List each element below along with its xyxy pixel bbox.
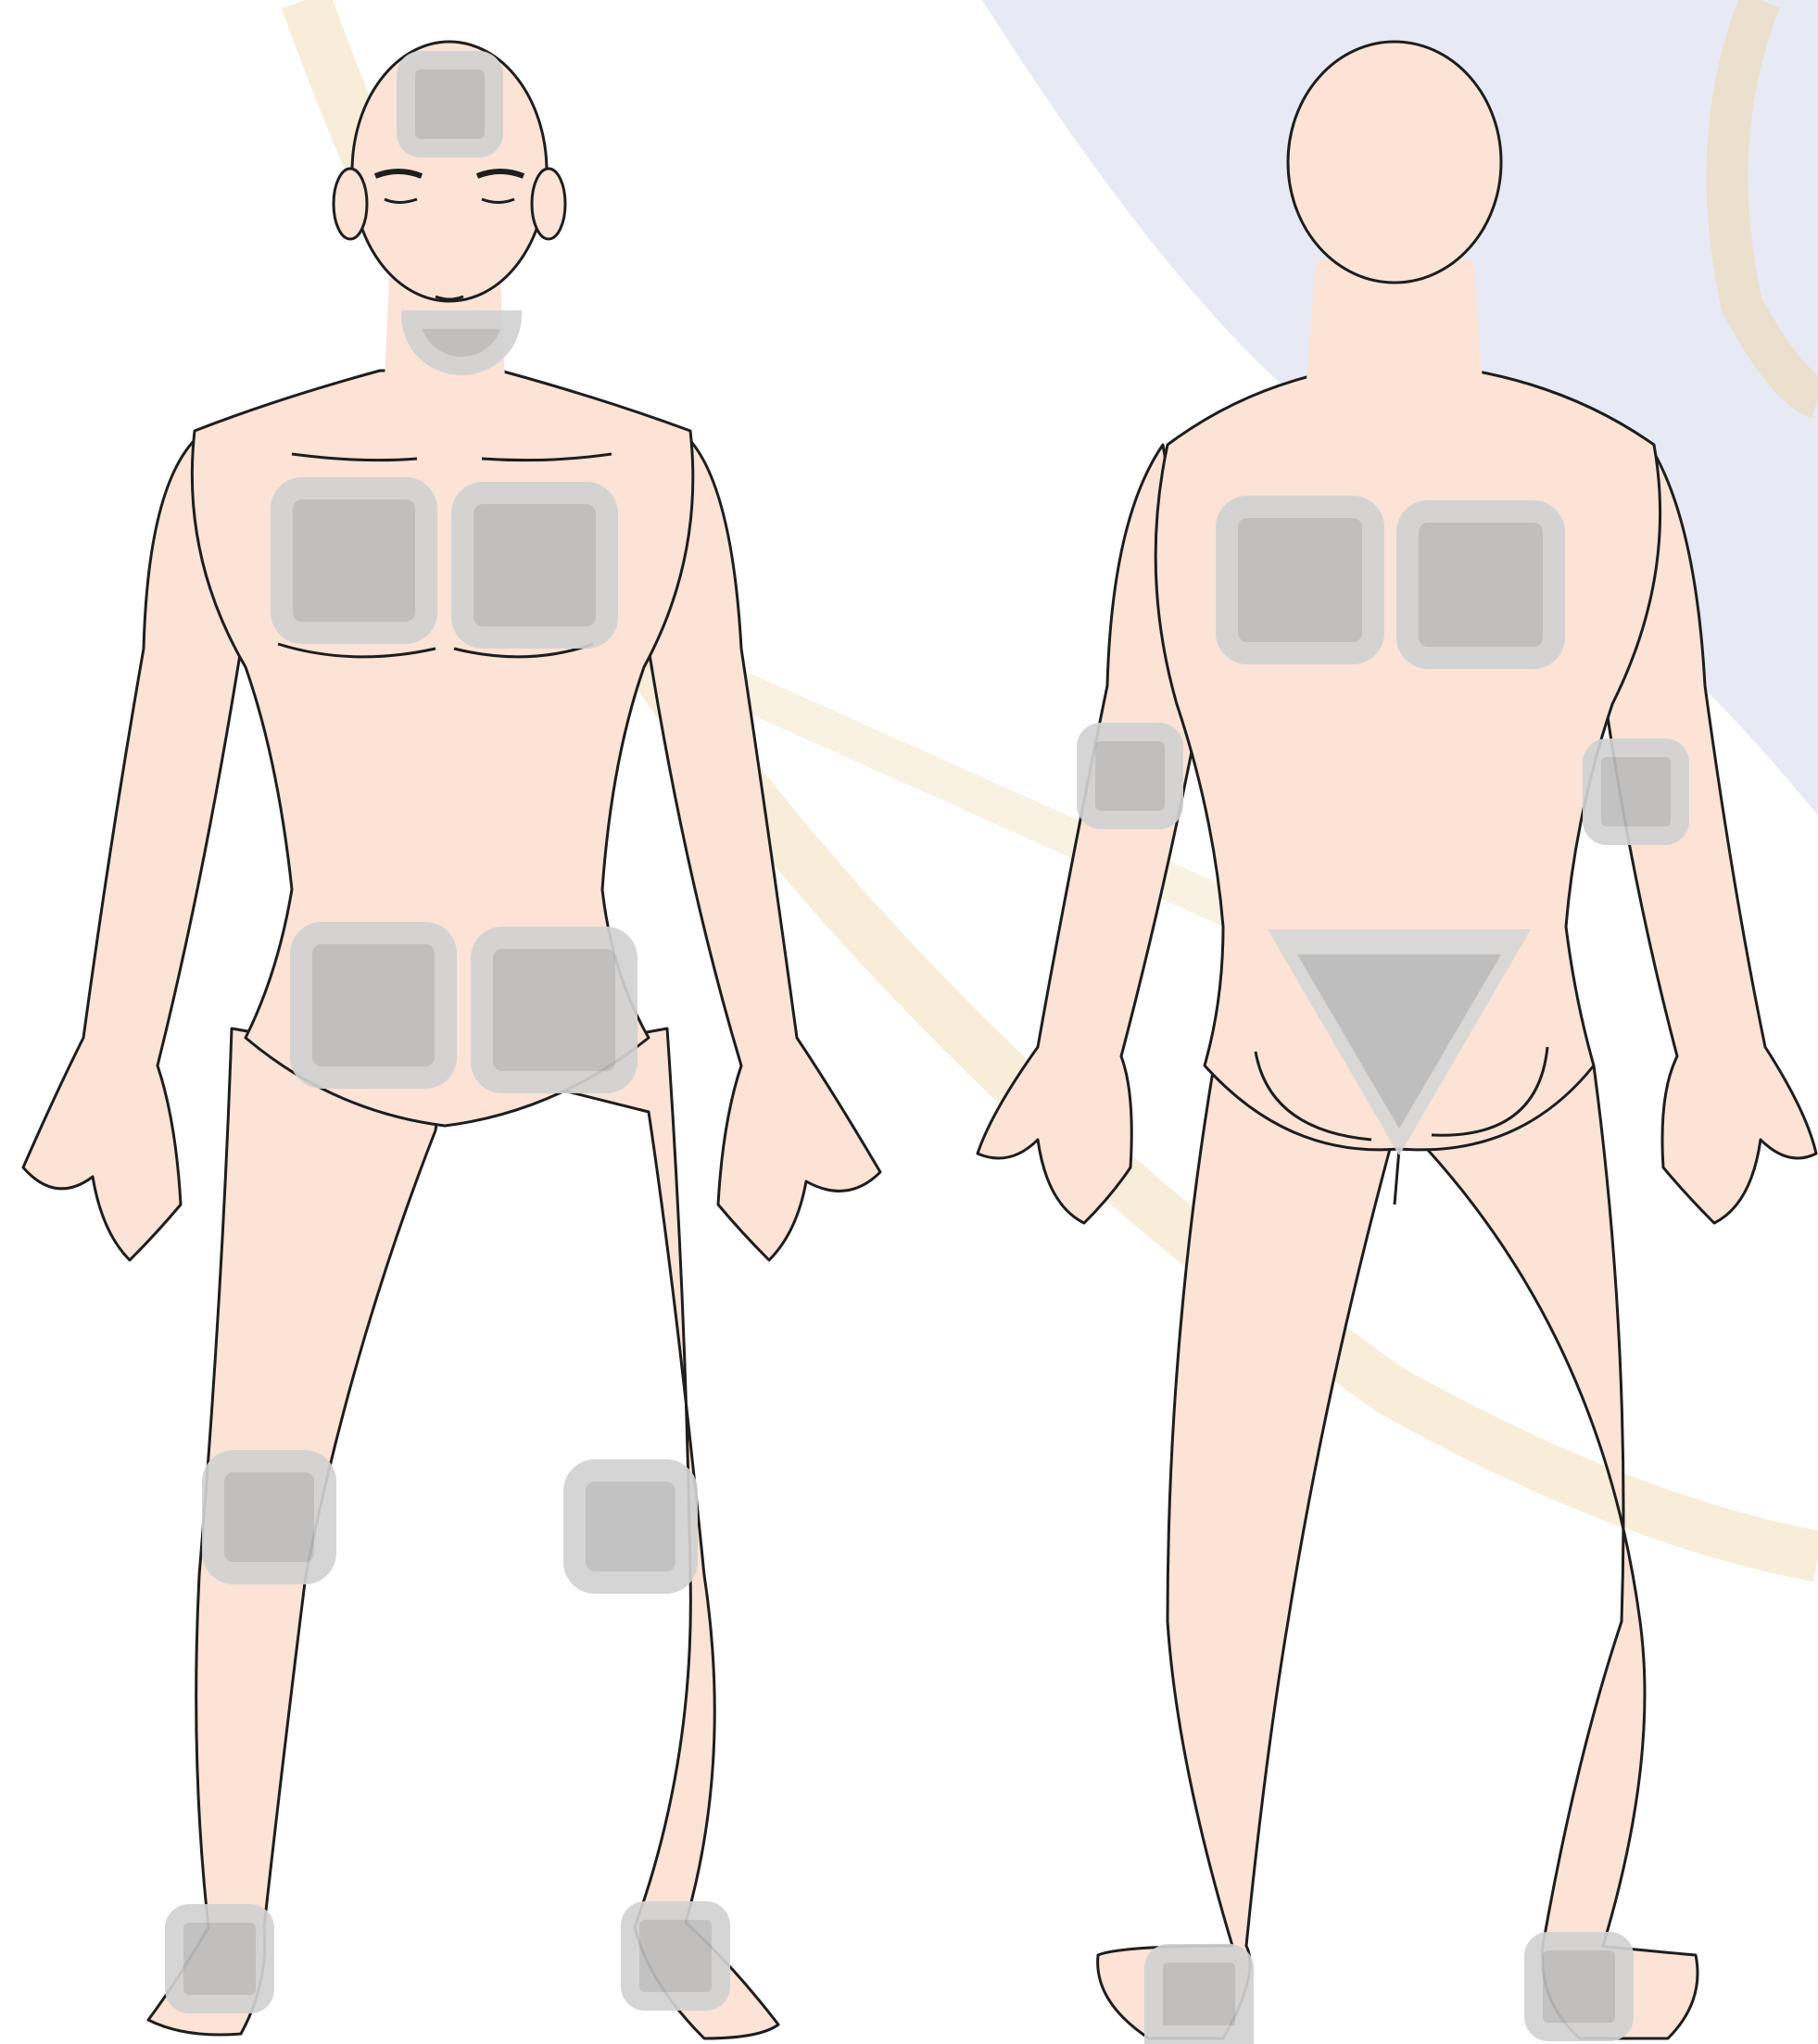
front-left-chest-pad bbox=[271, 477, 437, 644]
back-left-upper-back-pad bbox=[1216, 496, 1384, 664]
front-left-knee-pad bbox=[202, 1450, 336, 1584]
back-right-heel-pad bbox=[1524, 1932, 1634, 2041]
back-head bbox=[1288, 42, 1501, 283]
front-left-ankle-pad bbox=[165, 1904, 274, 2013]
back-left-heel-pad bbox=[1144, 1944, 1254, 2044]
front-right-ankle-pad bbox=[621, 1901, 730, 2011]
back-right-elbow-pad bbox=[1583, 738, 1689, 845]
front-right-abdomen-pad bbox=[471, 927, 638, 1093]
front-left-abdomen-pad bbox=[290, 922, 457, 1089]
front-right-chest-pad bbox=[451, 482, 618, 649]
front-forehead-pad bbox=[397, 51, 503, 158]
back-right-upper-back-pad bbox=[1396, 500, 1565, 669]
front-right-knee-pad bbox=[563, 1459, 698, 1594]
back-right-leg bbox=[1427, 1066, 1698, 2038]
back-left-elbow-pad bbox=[1077, 723, 1183, 829]
